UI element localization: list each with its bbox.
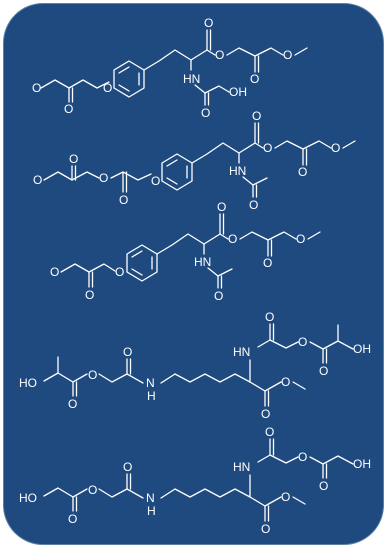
molecule-panel: O O O O O O O HN O OH O O — [3, 3, 384, 545]
atom-o: O — [319, 479, 328, 493]
atom-o: O — [69, 152, 78, 166]
atom-o: O — [119, 193, 128, 207]
atom-o: O — [123, 460, 132, 474]
atom-o: O — [296, 232, 305, 246]
atom-o: O — [103, 81, 112, 95]
atom-o: O — [123, 345, 132, 359]
atom-o: O — [265, 310, 274, 324]
atom-o: O — [68, 397, 77, 411]
atom-o: O — [252, 109, 261, 123]
atom-n: N — [146, 376, 155, 390]
atom-o: O — [281, 375, 290, 389]
atom-o: O — [263, 256, 272, 270]
atom-o: O — [214, 289, 223, 303]
molecule-5: HO O O O N H HN O O O OH O O — [19, 425, 371, 536]
atom-o: O — [319, 364, 328, 378]
atom-o: O — [261, 522, 270, 536]
atom-o: O — [249, 198, 258, 212]
atom-h: H — [147, 504, 156, 518]
atom-o: O — [201, 106, 210, 120]
atom-hn: HN — [194, 255, 211, 269]
atom-o: O — [217, 200, 226, 214]
atom-o: O — [228, 232, 237, 246]
atom-o: O — [298, 165, 307, 179]
atom-o: O — [263, 141, 272, 155]
atom-oh: OH — [353, 342, 371, 356]
molecule-1: O O O O O O O HN O OH — [32, 16, 308, 120]
atom-o: O — [50, 265, 59, 279]
atom-o: O — [99, 171, 108, 185]
atom-o: O — [261, 407, 270, 421]
atom-o: O — [283, 48, 292, 62]
molecule-2: O O O O O O O O O HN O — [33, 109, 356, 212]
atom-o: O — [115, 265, 124, 279]
structure-drawings: O O O O O O O HN O OH O O — [19, 16, 371, 536]
atom-o: O — [215, 48, 224, 62]
atom-o: O — [298, 335, 307, 349]
atom-hn: HN — [233, 460, 250, 474]
atom-o: O — [32, 81, 41, 95]
atom-o: O — [85, 288, 94, 302]
atom-o: O — [331, 141, 340, 155]
atom-o: O — [64, 102, 73, 116]
atom-o: O — [33, 173, 42, 187]
atom-oh: OH — [353, 457, 371, 471]
atom-o: O — [204, 16, 213, 30]
atom-o: O — [151, 174, 160, 188]
molecule-4: HO O O O N H HN O O O OH O O — [19, 310, 371, 421]
atom-ho: HO — [19, 491, 37, 505]
atom-n: N — [146, 491, 155, 505]
atom-ho: HO — [19, 376, 37, 390]
atom-hn: HN — [233, 345, 250, 359]
atom-o: O — [88, 368, 97, 382]
atom-o: O — [88, 483, 97, 497]
atom-o: O — [265, 425, 274, 439]
atom-o: O — [281, 490, 290, 504]
atom-h: H — [147, 389, 156, 403]
molecule-3: O O O O O O O HN O — [50, 200, 321, 303]
atom-o: O — [298, 450, 307, 464]
atom-hn: HN — [229, 164, 246, 178]
atom-o: O — [68, 512, 77, 526]
atom-oh: OH — [229, 85, 247, 99]
atom-o: O — [250, 72, 259, 86]
atom-hn: HN — [183, 72, 200, 86]
